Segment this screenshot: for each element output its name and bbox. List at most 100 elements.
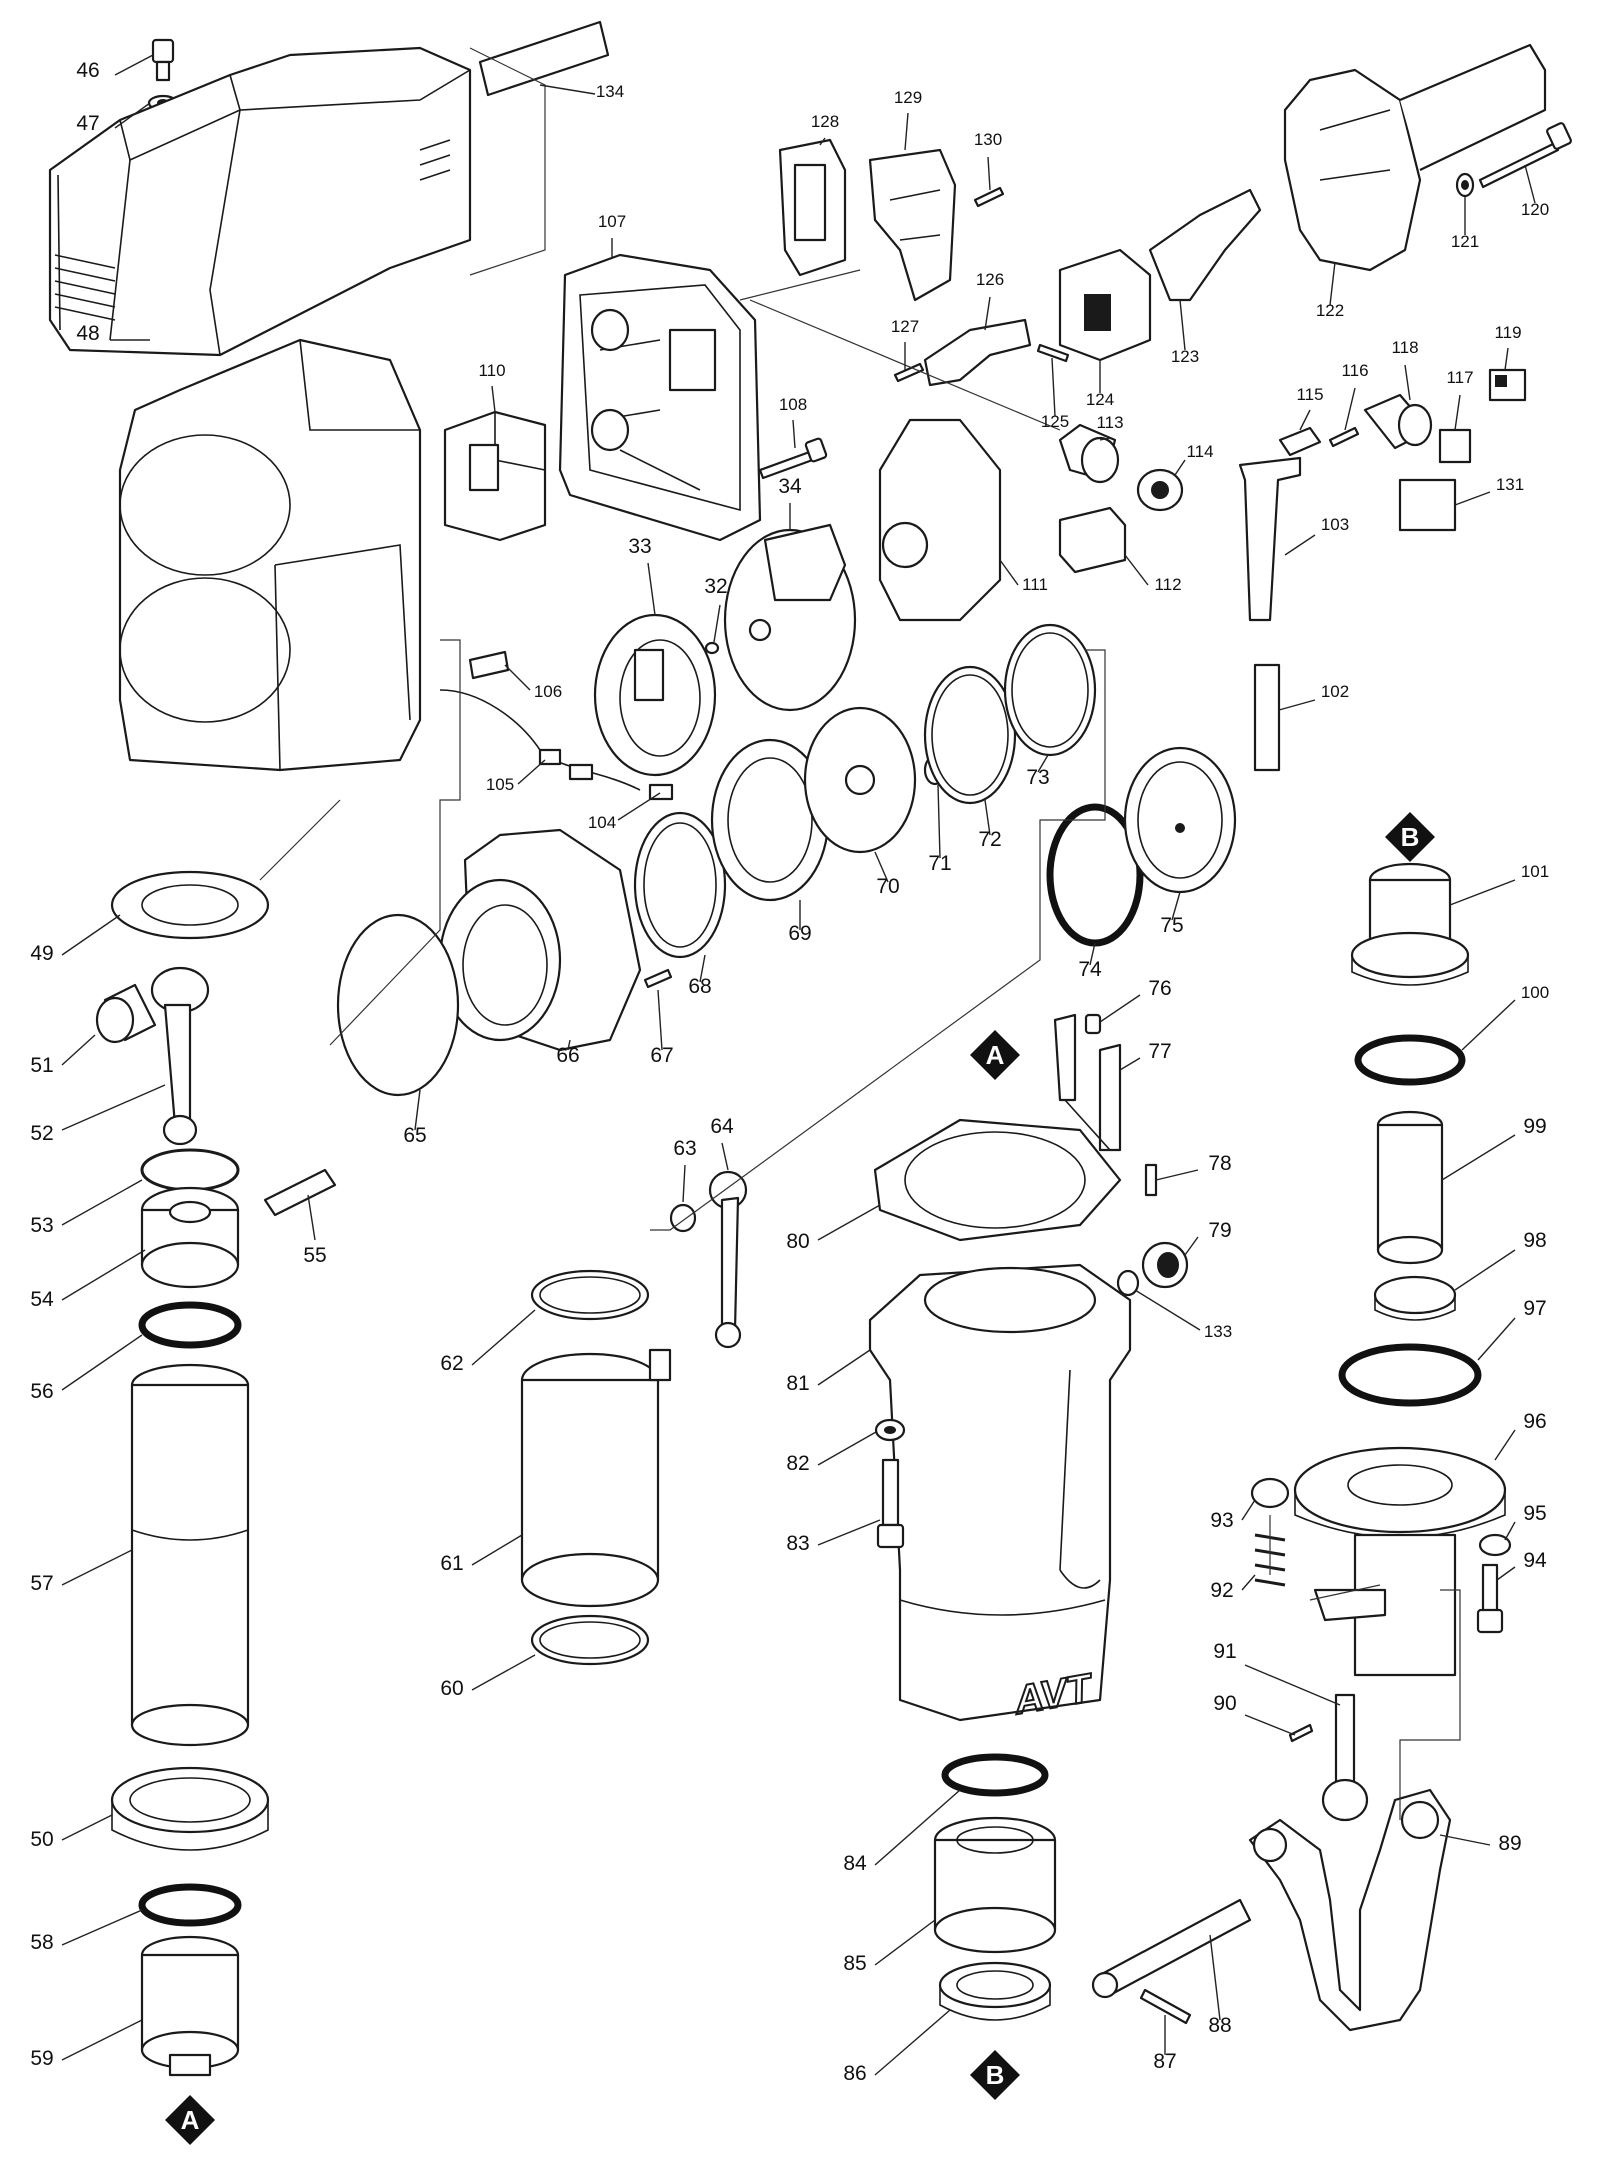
leader-line-95 xyxy=(1504,1521,1516,1541)
marker-b-right: B xyxy=(1385,812,1435,862)
part-49-ring xyxy=(110,870,270,940)
callout-49: 49 xyxy=(30,914,121,965)
part-number-label-101: 101 xyxy=(1521,862,1549,881)
part-number-label-106: 106 xyxy=(534,682,562,701)
callout-100: 100 xyxy=(1461,983,1549,1051)
callout-111: 111 xyxy=(999,559,1048,594)
part-number-label-57: 57 xyxy=(30,1572,53,1595)
callout-85: 85 xyxy=(843,1919,936,1975)
part-number-label-71: 71 xyxy=(928,852,951,875)
part-number-label-88: 88 xyxy=(1208,2014,1231,2037)
part-number-label-79: 79 xyxy=(1208,1219,1231,1242)
motor-housing xyxy=(118,338,422,772)
part-number-label-93: 93 xyxy=(1210,1509,1233,1532)
leader-line-89 xyxy=(1439,1834,1491,1846)
part-80-gasket xyxy=(873,1118,1122,1242)
leader-line-101 xyxy=(1449,879,1516,906)
callout-118: 118 xyxy=(1391,338,1419,401)
leader-line-94 xyxy=(1496,1566,1516,1581)
leader-line-133 xyxy=(1134,1289,1201,1331)
leader-line-119 xyxy=(1504,347,1509,371)
part-number-label-129: 129 xyxy=(894,88,922,107)
part-number-label-72: 72 xyxy=(978,828,1001,851)
callout-104: 104 xyxy=(588,792,661,832)
part-87-pin xyxy=(1139,1988,1192,2025)
part-number-label-90: 90 xyxy=(1213,1692,1236,1715)
part-68-ring xyxy=(633,811,727,959)
part-122-handle xyxy=(1283,43,1547,272)
callout-76: 76 xyxy=(1099,977,1172,1023)
callout-123: 123 xyxy=(1171,299,1199,366)
part-93-part xyxy=(1250,1477,1290,1509)
part-number-label-74: 74 xyxy=(1078,958,1102,981)
part-110-switch-box xyxy=(443,410,547,542)
leader-line-68 xyxy=(699,954,706,983)
part-73-circlip xyxy=(1003,623,1097,757)
leader-line-115 xyxy=(1299,409,1311,431)
leader-line-70 xyxy=(874,851,889,883)
callout-94: 94 xyxy=(1496,1549,1547,1581)
part-number-label-91: 91 xyxy=(1213,1640,1236,1663)
part-79-plug xyxy=(1141,1241,1189,1289)
part-number-label-53: 53 xyxy=(30,1214,53,1237)
leader-line-84 xyxy=(874,1789,961,1866)
part-number-label-113: 113 xyxy=(1096,413,1123,432)
leader-line-47 xyxy=(114,102,151,129)
leader-line-83 xyxy=(817,1519,881,1546)
part-number-label-65: 65 xyxy=(403,1124,426,1147)
part-120-bolt xyxy=(1478,122,1572,189)
leader-line-130 xyxy=(987,156,991,191)
part-94-bolt xyxy=(1476,1563,1504,1634)
part-number-label-99: 99 xyxy=(1523,1115,1546,1138)
part-90-pin xyxy=(1288,1723,1314,1743)
leader-line-90 xyxy=(1244,1714,1296,1736)
part-number-label-108: 108 xyxy=(779,395,807,414)
part-number-label-52: 52 xyxy=(30,1122,53,1145)
leader-line-60 xyxy=(471,1654,536,1691)
leader-line-108 xyxy=(792,419,796,449)
callout-134: 134 xyxy=(539,82,624,101)
part-95-washer xyxy=(1478,1533,1512,1557)
part-72-ring xyxy=(923,665,1017,805)
callout-83: 83 xyxy=(786,1519,881,1555)
leader-line-85 xyxy=(874,1919,936,1966)
leader-line-92 xyxy=(1241,1574,1256,1591)
part-56-o-ring xyxy=(138,1301,242,1349)
parts-drawing: AVT xyxy=(48,20,1572,2145)
part-number-label-117: 117 xyxy=(1446,368,1473,387)
part-number-label-56: 56 xyxy=(30,1380,53,1403)
leader-line-46 xyxy=(114,54,154,76)
leader-line-125 xyxy=(1051,357,1056,417)
leader-line-63 xyxy=(682,1164,686,1203)
leader-line-117 xyxy=(1454,394,1461,431)
callout-124: 124 xyxy=(1086,360,1114,409)
part-46-bolt xyxy=(151,38,175,82)
part-number-label-51: 51 xyxy=(30,1054,53,1077)
part-102-cord xyxy=(1253,663,1281,772)
part-58-o-ring xyxy=(138,1883,242,1927)
part-number-label-131: 131 xyxy=(1496,475,1524,494)
callout-103: 103 xyxy=(1284,515,1349,556)
callout-88: 88 xyxy=(1208,1934,1232,2037)
leader-line-33 xyxy=(647,562,656,616)
leader-line-66 xyxy=(567,1039,571,1051)
part-number-label-119: 119 xyxy=(1494,323,1521,342)
part-number-label-86: 86 xyxy=(843,2062,866,2085)
svg-text:A: A xyxy=(181,2105,200,2135)
leader-line-51 xyxy=(61,1034,96,1066)
part-number-label-76: 76 xyxy=(1148,977,1171,1000)
leader-line-102 xyxy=(1278,699,1316,711)
part-54-piston xyxy=(140,1186,240,1289)
part-number-label-84: 84 xyxy=(843,1852,867,1875)
callout-101: 101 xyxy=(1449,862,1549,906)
part-number-label-114: 114 xyxy=(1186,442,1213,461)
callout-labels: 3233344647484950515253545556575859606162… xyxy=(30,54,1549,2085)
leader-line-56 xyxy=(61,1334,143,1391)
part-62-ring xyxy=(530,1269,650,1321)
part-number-label-126: 126 xyxy=(976,270,1004,289)
part-number-label-70: 70 xyxy=(876,875,899,898)
part-125-pin xyxy=(1036,343,1070,363)
part-number-label-47: 47 xyxy=(76,112,99,135)
callout-65: 65 xyxy=(403,1089,427,1147)
part-number-label-75: 75 xyxy=(1160,914,1183,937)
